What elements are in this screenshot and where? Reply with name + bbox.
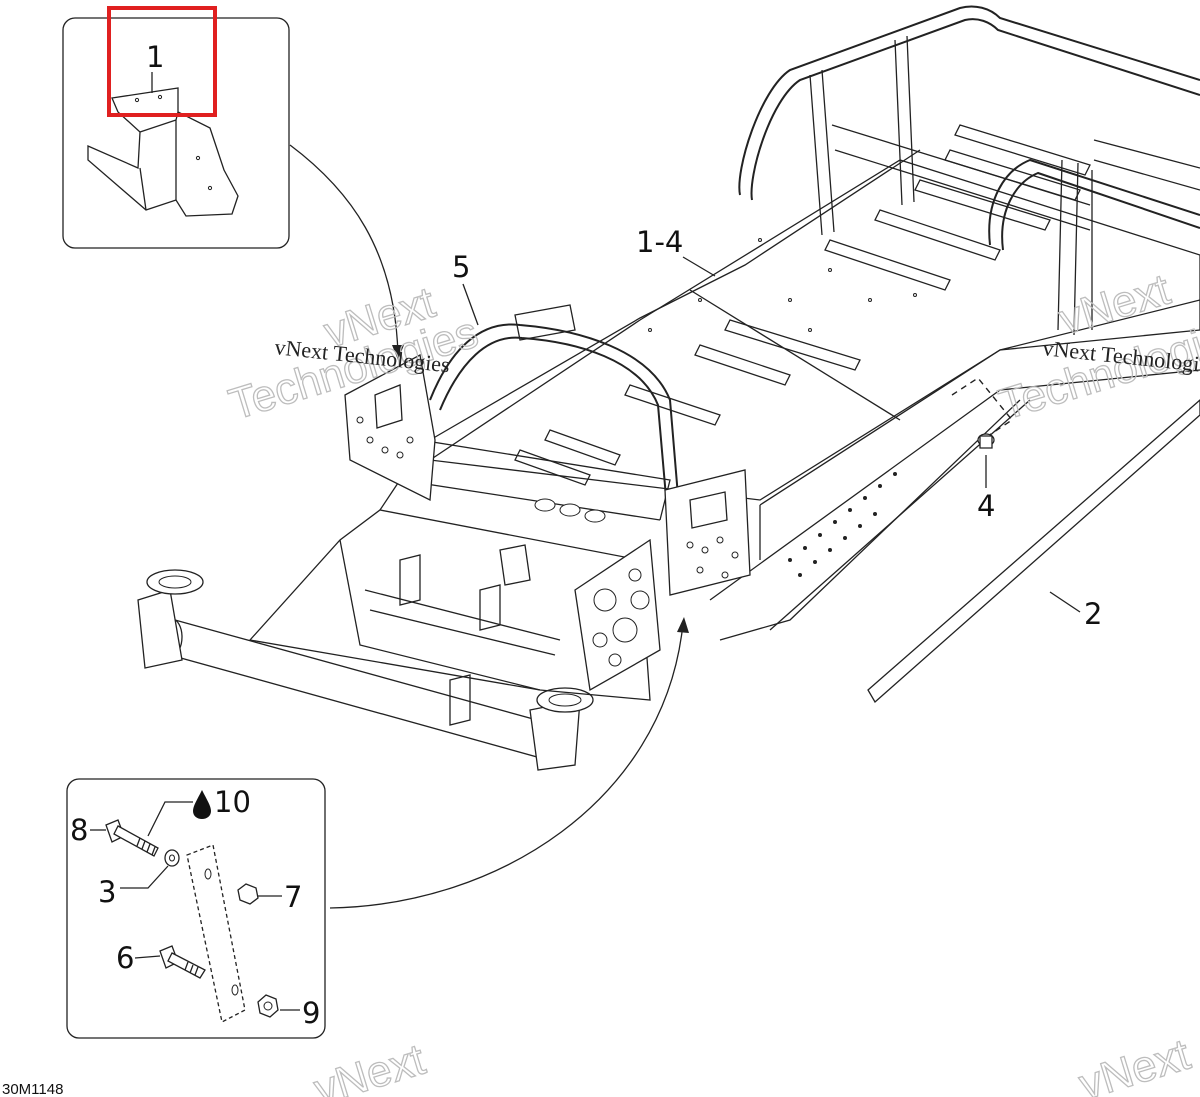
callout-10: 10 — [214, 785, 251, 819]
callout-4: 4 — [977, 489, 995, 523]
detail-inset-bottom[interactable] — [66, 778, 326, 1039]
callout-6: 6 — [116, 941, 134, 975]
drawing-code: 30M1148 — [2, 1081, 63, 1097]
callout-8: 8 — [70, 813, 88, 847]
callout-leader-1-4 — [682, 256, 716, 277]
callout-leader-2 — [1049, 591, 1081, 613]
callout-7: 7 — [284, 880, 302, 914]
main-deck[interactable] — [428, 124, 1200, 560]
plug-4[interactable] — [951, 377, 1014, 449]
inset-leader-top — [289, 144, 399, 356]
callout-3: 3 — [98, 875, 116, 909]
running-board[interactable] — [709, 369, 1200, 641]
callout-5: 5 — [452, 250, 470, 284]
callout-2: 2 — [1084, 597, 1102, 631]
callout-leader-3 — [120, 865, 169, 889]
trim-strip[interactable] — [867, 399, 1200, 704]
highlight-box — [107, 6, 217, 117]
callout-leader-5 — [462, 283, 479, 326]
arrow-head-top — [392, 345, 404, 360]
arrow-head-bottom — [677, 617, 689, 633]
callout-leader-10 — [147, 801, 193, 837]
inset-leader-bottom — [329, 631, 683, 909]
callout-leader-6 — [134, 955, 161, 959]
detail-inset-top[interactable] — [62, 17, 290, 249]
callout-1-inset: 1 — [146, 40, 164, 74]
callout-1-4: 1-4 — [636, 225, 683, 259]
callout-9: 9 — [302, 996, 320, 1030]
front-frame[interactable] — [137, 439, 671, 771]
watermark-vnext-4: vNext — [1074, 1030, 1196, 1097]
steering-hoop[interactable] — [344, 304, 751, 596]
watermark-vnext-3: vNext — [309, 1035, 431, 1097]
oil-drop-icon — [193, 790, 211, 819]
